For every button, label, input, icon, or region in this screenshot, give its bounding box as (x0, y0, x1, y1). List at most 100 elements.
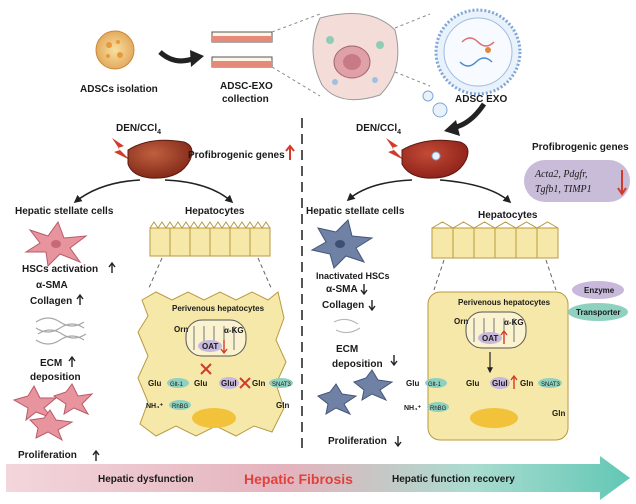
left-glul-enzyme (219, 377, 239, 389)
right-gln-label: Gln (520, 379, 533, 388)
right-nh4-label: NH₄⁺ (404, 405, 421, 412)
right-treatment-label: DEN/CCl4 (356, 123, 401, 136)
right-oat-enzyme (478, 332, 502, 344)
small-exosome-icon (422, 90, 434, 102)
left-akg-label: α-KG (224, 326, 244, 335)
quiescent-hsc-icons (316, 369, 394, 416)
liver-icon-left (127, 139, 193, 179)
left-glu-label: Glu (148, 379, 161, 388)
adsc-cell-icon (95, 30, 135, 70)
exosome-in-liver-icon (431, 151, 441, 161)
down-arrow-icon (220, 340, 228, 355)
right-glt1-transporter (425, 378, 447, 388)
left-hepatocyte-row (149, 221, 271, 257)
left-glu2-label: Glu (194, 379, 207, 388)
hepatic-dysfunction-label: Hepatic dysfunction (98, 474, 194, 485)
up-arrow-icon (285, 144, 295, 160)
left-nh4-label: NH₄⁺ (146, 403, 163, 410)
right-perivenous-label: Perivenous hepatocytes (458, 298, 551, 307)
down-arrow-icon (390, 355, 398, 367)
adscs-isolation-label: ADSCs isolation (80, 84, 158, 95)
right-rhbg-label: RhBG (430, 406, 447, 412)
left-perivenous-label: Perivenous hepatocytes (172, 304, 265, 313)
exo-collection-label-1: ADSC-EXO (220, 81, 273, 92)
legend-transporter-swatch (568, 303, 628, 321)
right-gln-out-label: Gln (552, 409, 565, 418)
down-arrow-icon (394, 436, 402, 448)
right-perivenous-hepatocyte (427, 291, 569, 441)
exo-collection-label-2: collection (222, 94, 269, 105)
right-glu2-label: Glu (466, 379, 479, 388)
lightning-icon (386, 138, 404, 160)
right-glt1-label: Glt-1 (428, 382, 442, 388)
right-rhbg-transporter (427, 402, 449, 412)
left-glul-label: Glul (221, 379, 237, 388)
right-proliferation-label: Proliferation (328, 436, 387, 447)
left-collagen-label: Collagen (30, 296, 72, 307)
gene-list-line-2: Tgfb1, TIMP1 (535, 184, 592, 195)
left-oat-label: OAT (202, 342, 218, 351)
left-rhbg-transporter (169, 400, 191, 410)
right-ecm-label-2: deposition (332, 359, 383, 370)
left-snat3-transporter (269, 378, 293, 388)
down-arrow-icon (617, 170, 627, 196)
right-glu-label: Glu (406, 379, 419, 388)
left-oat-enzyme (198, 340, 222, 352)
left-rhbg-label: RhBG (172, 404, 189, 410)
right-oat-label: OAT (482, 334, 498, 343)
left-hepatocytes-title: Hepatocytes (185, 206, 245, 217)
left-hsc-title: Hepatic stellate cells (15, 206, 114, 217)
collagen-fibers-icon (35, 317, 87, 345)
left-glt1-transporter (167, 378, 189, 388)
proliferating-hsc-icons (12, 383, 94, 442)
up-arrow-icon (510, 374, 518, 389)
right-collagen-label: Collagen (322, 300, 364, 311)
inactivated-hsc-label: Inactivated HSCs (316, 271, 390, 281)
right-ecm-label-1: ECM (336, 344, 358, 355)
right-hepatocytes-title: Hepatocytes (478, 210, 538, 221)
left-nucleus (192, 408, 236, 428)
adsc-exo-label: ADSC EXO (455, 94, 507, 105)
legend-enzyme-label: Enzyme (584, 286, 615, 295)
small-exosome-icon (432, 102, 448, 118)
left-gln-out-label: Gln (276, 401, 289, 410)
red-cross-icon (239, 377, 251, 389)
gene-list-box (524, 160, 630, 202)
sparse-collagen-icon (333, 318, 361, 334)
gene-list-line-1: Acta2, Pdgfr, (534, 169, 588, 180)
right-profibrogenic-label: Profibrogenic genes (532, 142, 629, 153)
left-orn-label: Orn (174, 325, 188, 334)
left-treatment-label: DEN/CCl4 (116, 123, 161, 136)
left-profibrogenic-label: Profibrogenic genes (188, 150, 285, 161)
left-perivenous-hepatocyte (137, 291, 287, 437)
right-snat3-label: SNAT3 (541, 382, 561, 388)
up-arrow-icon (76, 293, 84, 305)
cell-secreting-exosomes-icon (312, 13, 399, 101)
left-proliferation-label: Proliferation (18, 450, 77, 461)
curved-arrow-icon (158, 50, 196, 64)
right-orn-label: Orn (454, 317, 468, 326)
up-arrow-icon (108, 261, 116, 273)
right-sma-label: α-SMA (326, 284, 358, 295)
up-arrow-icon (500, 329, 508, 344)
up-arrow-icon (68, 355, 76, 367)
right-glul-enzyme (490, 377, 510, 389)
legend-enzyme-swatch (572, 281, 624, 299)
hsc-activation-label: HSCs activation (22, 264, 98, 275)
down-arrow-icon (368, 300, 376, 312)
right-snat3-transporter (538, 378, 562, 388)
culture-dish-icon (211, 31, 273, 68)
red-cross-icon (200, 363, 212, 375)
left-ecm-label-2: deposition (30, 372, 81, 383)
left-sma-label: α-SMA (36, 280, 68, 291)
progression-arrow-bar (6, 456, 630, 500)
exosome-icon (434, 8, 522, 96)
lightning-icon (112, 138, 130, 160)
left-gln-label: Gln (252, 379, 265, 388)
right-hsc-title: Hepatic stellate cells (306, 206, 405, 217)
legend-transporter-label: Transporter (576, 308, 620, 317)
down-arrow-icon (360, 284, 368, 296)
left-snat3-label: SNAT3 (272, 382, 292, 388)
function-recovery-label: Hepatic function recovery (392, 474, 515, 485)
right-hepatocyte-row (431, 221, 559, 259)
